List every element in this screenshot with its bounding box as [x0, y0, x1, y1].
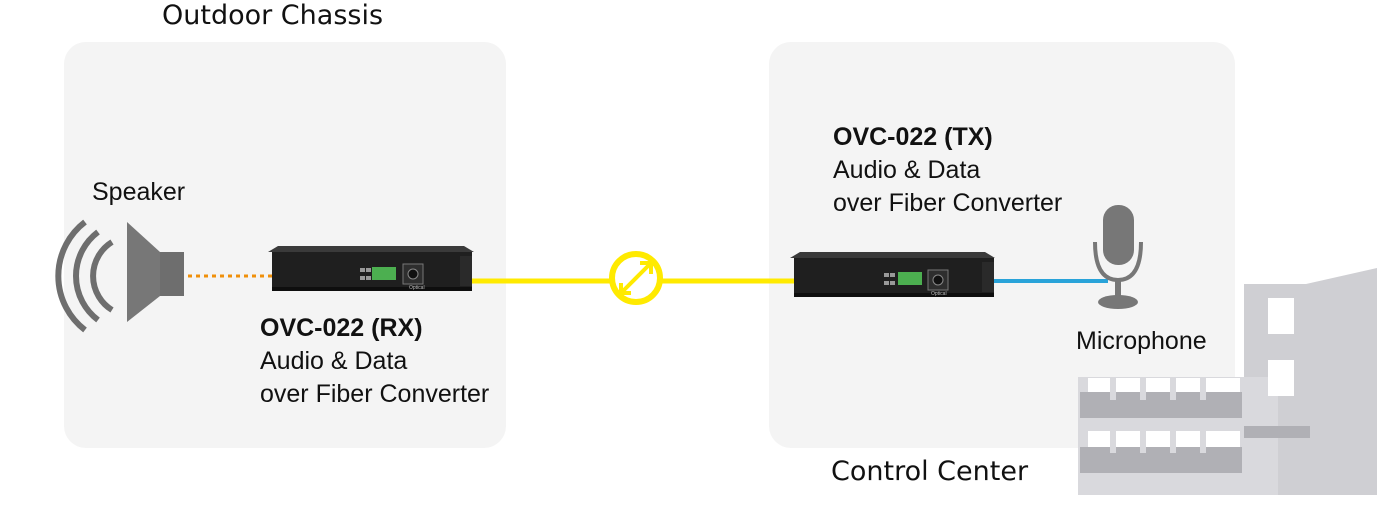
tx-port-label: Optical	[931, 291, 947, 297]
speaker-icon	[55, 219, 184, 333]
building-icon	[1078, 268, 1377, 495]
tx-desc-line2: over Fiber Converter	[833, 189, 1063, 217]
fiber-link-icon	[609, 251, 663, 305]
rx-converter-device: Optical	[268, 246, 474, 291]
tx-model: OVC-022 (TX)	[833, 123, 993, 151]
rx-label: OVC-022 (RX) Audio & Data over Fiber Con…	[260, 312, 489, 411]
microphone-icon	[1093, 205, 1143, 309]
microphone-label: Microphone	[1076, 327, 1207, 355]
tx-label: OVC-022 (TX) Audio & Data over Fiber Con…	[833, 121, 1062, 220]
speaker-label: Speaker	[92, 178, 186, 206]
outdoor-chassis-title: Outdoor Chassis	[162, 0, 384, 31]
control-center-title: Control Center	[831, 456, 1029, 487]
rx-port-label: Optical	[409, 285, 425, 291]
rx-desc-line2: over Fiber Converter	[260, 380, 490, 408]
tx-converter-device: Optical	[790, 252, 995, 297]
rx-desc-line1: Audio & Data	[260, 347, 408, 375]
tx-desc-line1: Audio & Data	[833, 156, 981, 184]
rx-model: OVC-022 (RX)	[260, 314, 423, 342]
